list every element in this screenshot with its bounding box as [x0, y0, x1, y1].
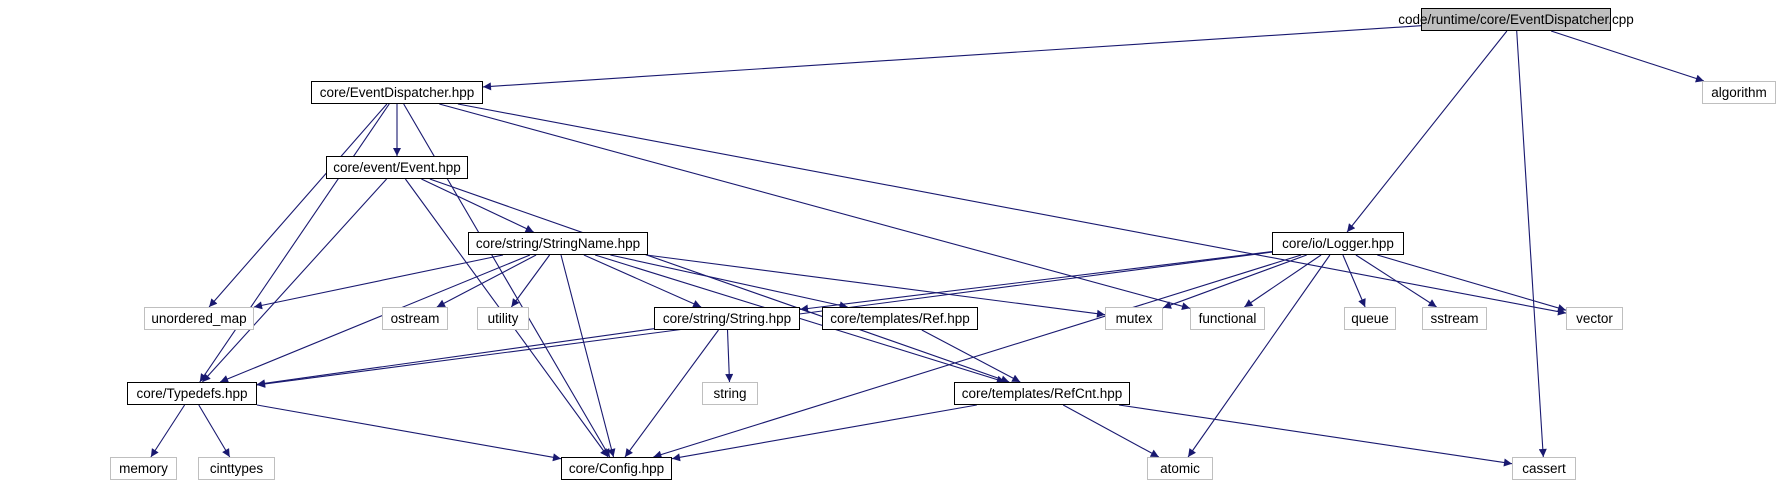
edge-evdisp-to-vector	[457, 103, 1567, 316]
node-label: string	[713, 386, 747, 401]
node-mutex: mutex	[1105, 307, 1163, 330]
edge-string-to-std_string	[725, 329, 734, 383]
edge-typedefs-to-cinttypes	[198, 404, 231, 458]
node-evdisp[interactable]: core/EventDispatcher.hpp	[311, 81, 483, 104]
node-logger[interactable]: core/io/Logger.hpp	[1272, 232, 1404, 255]
node-label: algorithm	[1711, 85, 1767, 100]
node-atomic: atomic	[1147, 457, 1213, 480]
node-strname[interactable]: core/string/StringName.hpp	[468, 232, 648, 255]
node-label: core/templates/RefCnt.hpp	[961, 386, 1123, 401]
edge-strname-to-config	[560, 254, 616, 458]
node-label: queue	[1351, 311, 1389, 326]
edge-typedefs-to-memory	[150, 404, 186, 458]
node-label: utility	[487, 311, 519, 326]
edge-root-to-algorithm	[1550, 30, 1705, 83]
node-vector: vector	[1566, 307, 1623, 330]
edge-logger-to-queue	[1342, 254, 1366, 308]
edge-strname-to-string	[583, 254, 702, 308]
node-label: core/EventDispatcher.hpp	[319, 85, 475, 100]
node-label: core/event/Event.hpp	[333, 160, 461, 175]
node-refcnt[interactable]: core/templates/RefCnt.hpp	[954, 382, 1130, 405]
node-utility: utility	[477, 307, 529, 330]
node-label: core/Typedefs.hpp	[136, 386, 248, 401]
node-label: ostream	[390, 311, 440, 326]
edge-logger-to-vector	[1377, 254, 1567, 312]
node-ref[interactable]: core/templates/Ref.hpp	[822, 307, 978, 330]
node-functional: functional	[1190, 307, 1265, 330]
node-sstream: sstream	[1422, 307, 1487, 330]
edge-strname-to-typedefs	[219, 254, 531, 383]
edge-strname-to-mutex	[646, 254, 1106, 318]
edge-refcnt-to-config	[671, 404, 977, 462]
node-label: unordered_map	[151, 311, 247, 326]
edge-string-to-config	[624, 329, 719, 458]
node-label: core/string/StringName.hpp	[475, 236, 641, 251]
node-root[interactable]: code/runtime/core/EventDispatcher.cpp	[1398, 8, 1634, 31]
edge-root-to-cassert	[1516, 30, 1547, 458]
node-label: cassert	[1522, 461, 1566, 476]
edge-strname-to-utility	[510, 254, 551, 308]
node-label: memory	[119, 461, 168, 476]
node-ostream: ostream	[382, 307, 448, 330]
edge-typedefs-to-config	[256, 404, 562, 462]
node-label: core/io/Logger.hpp	[1282, 236, 1394, 251]
node-event[interactable]: core/event/Event.hpp	[326, 156, 468, 179]
node-memory: memory	[110, 457, 177, 480]
edge-event-to-strname	[421, 178, 534, 233]
node-label: core/templates/Ref.hpp	[830, 311, 970, 326]
node-config[interactable]: core/Config.hpp	[561, 457, 672, 480]
edge-strname-to-ref	[610, 254, 848, 310]
node-label: core/string/String.hpp	[662, 311, 792, 326]
edge-string-to-typedefs	[256, 328, 655, 388]
edge-event-to-refcnt	[429, 178, 1010, 384]
edge-logger-to-atomic	[1187, 254, 1331, 458]
edge-strname-to-ostream	[436, 254, 537, 308]
node-std-string: string	[702, 382, 758, 405]
edge-ref-to-refcnt	[921, 329, 1021, 383]
edge-strname-to-refcnt	[594, 254, 1006, 384]
node-label: core/Config.hpp	[568, 461, 665, 476]
edge-logger-to-mutex	[1162, 254, 1307, 309]
node-algorithm: algorithm	[1702, 81, 1776, 104]
edge-refcnt-to-atomic	[1062, 404, 1160, 458]
edge-logger-to-config	[653, 254, 1302, 459]
node-label: mutex	[1115, 311, 1153, 326]
edge-logger-to-sstream	[1355, 254, 1437, 308]
node-unordered-map: unordered_map	[144, 307, 254, 330]
node-string[interactable]: core/string/String.hpp	[654, 307, 800, 330]
node-label: functional	[1198, 311, 1257, 326]
edge-logger-to-functional	[1244, 254, 1322, 308]
edge-logger-to-string	[799, 251, 1273, 313]
edge-refcnt-to-cassert	[1118, 404, 1513, 467]
node-label: sstream	[1430, 311, 1479, 326]
node-label: atomic	[1160, 461, 1200, 476]
edge-event-to-typedefs	[201, 178, 388, 383]
node-label: vector	[1576, 311, 1613, 326]
edge-evdisp-to-functional	[439, 103, 1191, 311]
edge-evdisp-to-typedefs	[199, 103, 390, 383]
node-typedefs[interactable]: core/Typedefs.hpp	[127, 382, 257, 405]
edge-strname-to-unordered_map	[253, 254, 504, 310]
edge-root-to-evdisp	[482, 25, 1422, 91]
edge-evdisp-to-unordered_map	[208, 103, 388, 308]
edge-root-to-logger	[1346, 30, 1508, 233]
node-queue: queue	[1344, 307, 1396, 330]
node-cinttypes: cinttypes	[198, 457, 275, 480]
node-label: code/runtime/core/EventDispatcher.cpp	[1398, 12, 1634, 27]
node-label: cinttypes	[209, 461, 264, 476]
node-cassert: cassert	[1512, 457, 1576, 480]
